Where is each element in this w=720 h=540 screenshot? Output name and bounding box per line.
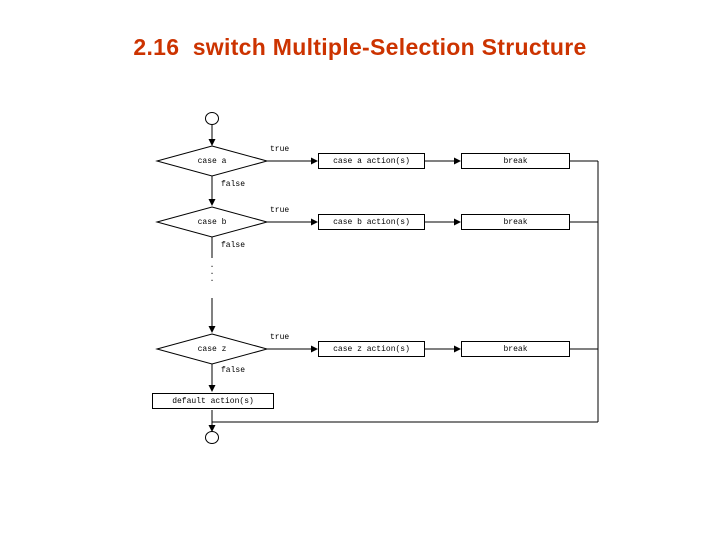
action-default: default action(s) xyxy=(152,393,274,409)
decision-case-z: case z xyxy=(155,333,269,365)
decision-case-b: case b xyxy=(155,206,269,238)
break-case-a: break xyxy=(461,153,570,169)
label-false-a: false xyxy=(221,180,246,189)
page-title: 2.16 switch Multiple-Selection Structure xyxy=(133,34,587,60)
action-case-z: case z action(s) xyxy=(318,341,425,357)
decision-case-a-label: case a xyxy=(197,156,227,166)
decision-case-z-label: case z xyxy=(197,344,227,354)
break-case-b: break xyxy=(461,214,570,230)
vertical-ellipsis: . . . xyxy=(209,261,215,284)
label-false-z: false xyxy=(221,366,246,375)
decision-case-b-label: case b xyxy=(197,217,227,227)
label-true-a: true xyxy=(270,145,290,154)
decision-case-a: case a xyxy=(155,145,269,177)
break-case-z: break xyxy=(461,341,570,357)
flow-start-node xyxy=(205,112,219,125)
flow-end-node xyxy=(205,431,219,444)
label-false-b: false xyxy=(221,241,246,250)
label-true-b: true xyxy=(270,206,290,215)
action-case-a: case a action(s) xyxy=(318,153,425,169)
action-case-b: case b action(s) xyxy=(318,214,425,230)
label-true-z: true xyxy=(270,333,290,342)
